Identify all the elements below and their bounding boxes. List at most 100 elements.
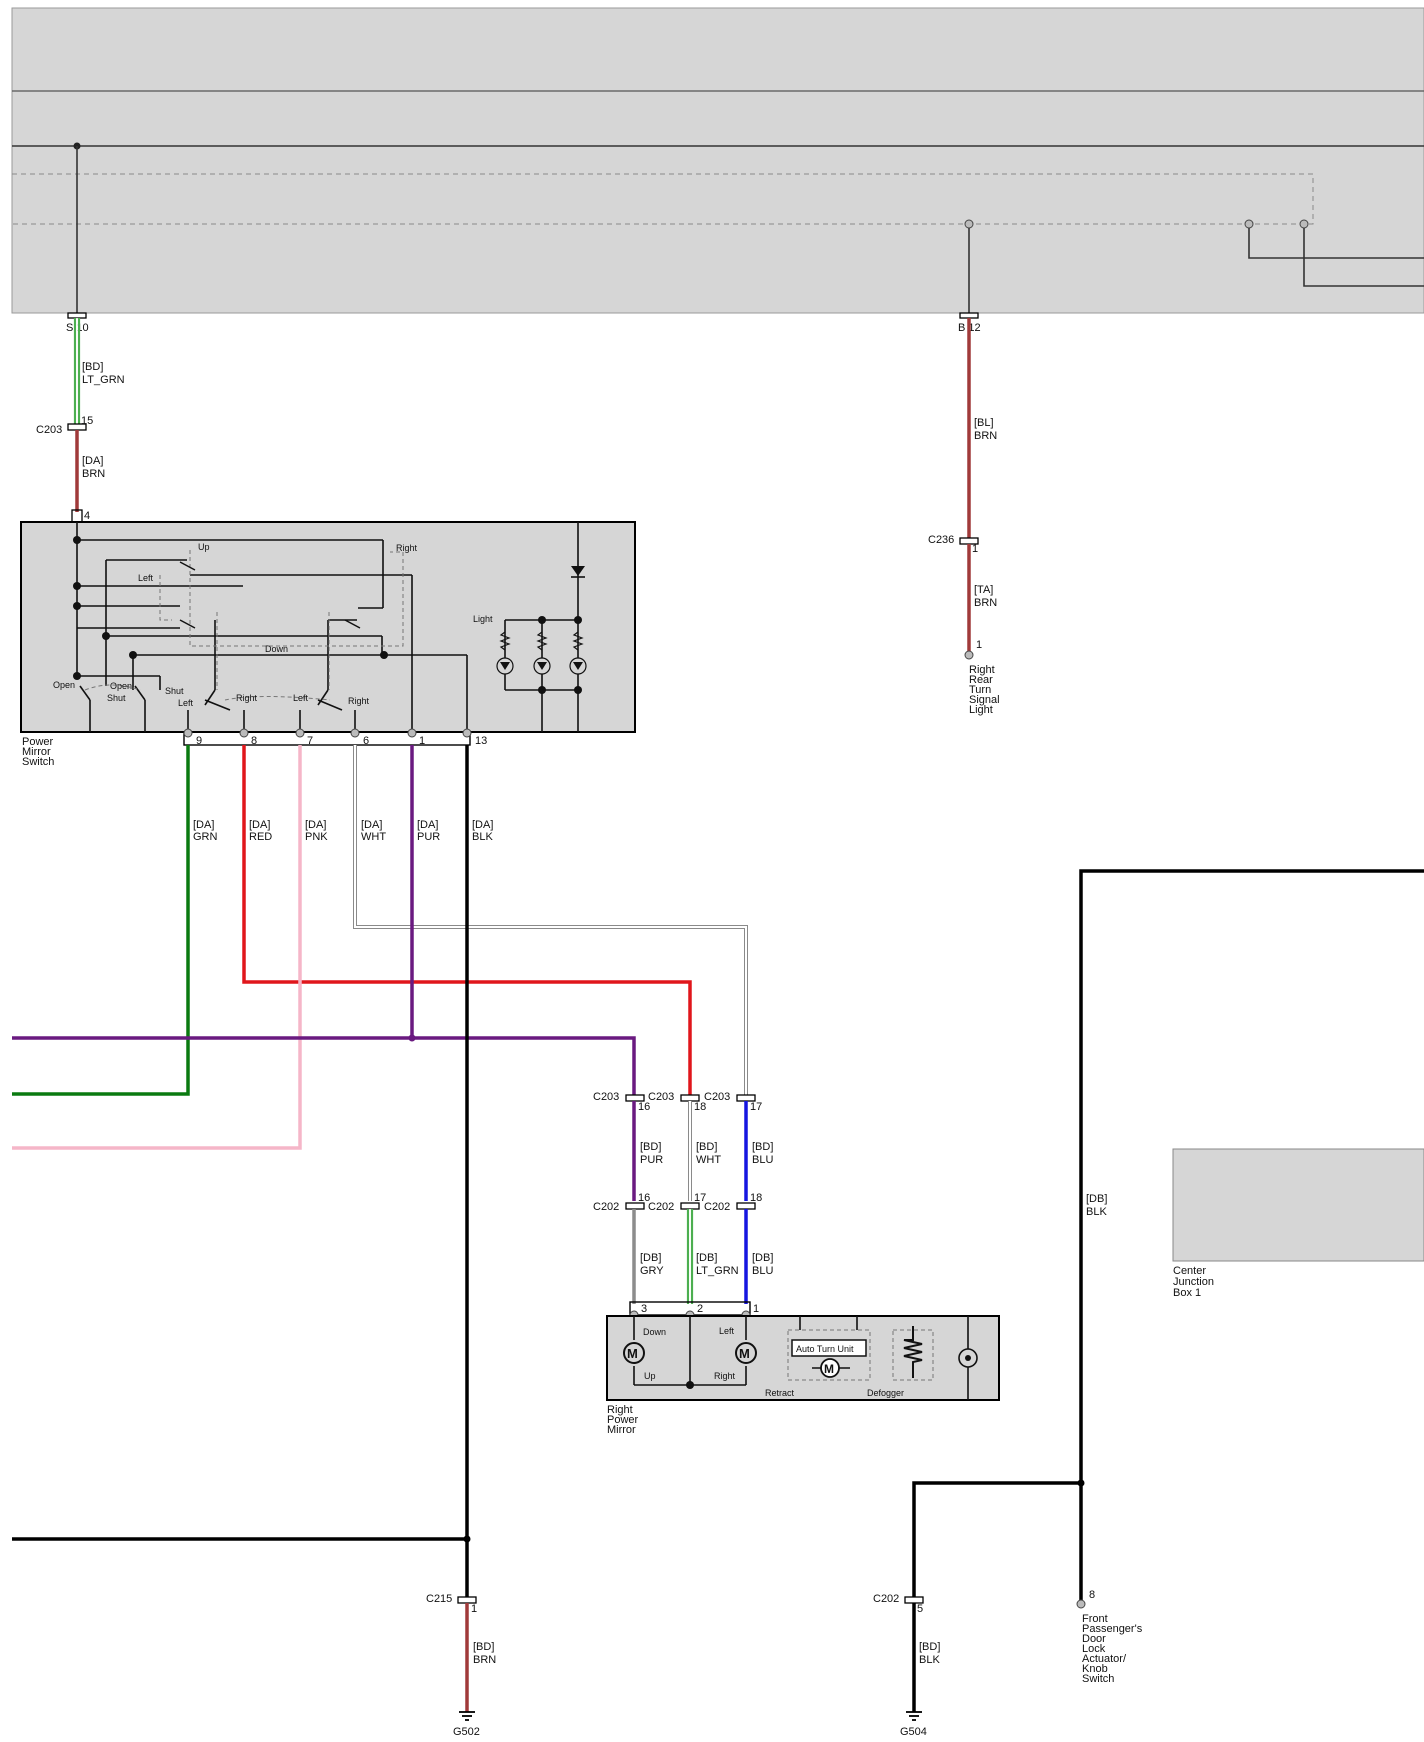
svg-text:Door: Door (1082, 1633, 1106, 1645)
wire-code: [DA] (305, 819, 326, 831)
switch-label-left: Left (138, 573, 154, 583)
ground-label: G502 (453, 1726, 480, 1738)
switch-label-down: Down (265, 644, 288, 654)
wire-color: BRN (974, 430, 997, 442)
switch-pin-number: 1 (419, 735, 425, 747)
svg-text:Rear: Rear (969, 674, 993, 686)
switch-label-up: Up (198, 542, 210, 552)
connector-name: C203 (648, 1091, 674, 1103)
resistor-icon (536, 631, 548, 651)
mirror-label-retract: Retract (765, 1388, 795, 1398)
switch-label-open: Open (110, 681, 132, 691)
dashed-bus-outline (12, 173, 1314, 225)
svg-text:M: M (824, 1362, 834, 1376)
wire-code: [DA] (417, 819, 438, 831)
mirror-name: Power (607, 1414, 639, 1426)
switch-label-left: Left (293, 693, 309, 703)
wire-code: [DA] (472, 819, 493, 831)
connector-name: C203 (36, 424, 62, 436)
connector-name: C236 (928, 534, 954, 546)
wire-code: [DA] (361, 819, 382, 831)
switch-pin-number: 8 (251, 735, 257, 747)
right-power-mirror: M M Auto Turn Unit M Down Up Left Right … (606, 1315, 1000, 1401)
terminal-circle (964, 650, 974, 660)
mirror-pin-number: 3 (641, 1303, 647, 1315)
wire-blk (1079, 869, 1424, 1600)
connector-name: C215 (426, 1593, 452, 1605)
wire-code: [BL] (974, 417, 994, 429)
mirror-label-down: Down (643, 1327, 666, 1337)
svg-text:Switch: Switch (1082, 1673, 1114, 1685)
switch-connector (183, 731, 471, 746)
wire-code: [DB] (640, 1252, 661, 1264)
svg-text:Actuator/: Actuator/ (1082, 1653, 1127, 1665)
svg-text:Knob: Knob (1082, 1663, 1108, 1675)
center-junction-box-label: Box 1 (1173, 1287, 1201, 1299)
wire-code: [BD] (640, 1141, 661, 1153)
junction-dot (574, 616, 582, 624)
junction-dot (73, 582, 81, 590)
wire-code: [BD] (752, 1141, 773, 1153)
wire-color: BLK (919, 1654, 940, 1666)
motor-icon: M (735, 1342, 757, 1364)
connector-pin: 5 (917, 1603, 923, 1615)
junction-dot (129, 651, 137, 659)
center-junction-box (1172, 1148, 1424, 1262)
junction-dot (574, 686, 582, 694)
terminal-circle (1244, 219, 1254, 229)
center-junction-box-label: Center (1173, 1265, 1206, 1277)
svg-text:Turn: Turn (969, 684, 991, 696)
right-feed-line (1248, 228, 1424, 259)
junction-dot (73, 602, 81, 610)
wire-color: BLU (752, 1265, 773, 1277)
defogger-dashed-group (892, 1329, 934, 1381)
switch-label-left: Left (178, 698, 194, 708)
mirror-name: Right (607, 1404, 633, 1416)
terminal-circle (1076, 1599, 1086, 1609)
ground-label: G504 (900, 1726, 927, 1738)
switch-pin-number: 7 (307, 735, 313, 747)
wire-color: BRN (974, 597, 997, 609)
wire-color: WHT (361, 831, 386, 843)
mirror-label-left: Left (719, 1326, 735, 1336)
connector-pin: 17 (750, 1101, 762, 1113)
connector-pin: 16 (638, 1192, 650, 1204)
wire-code: [BD] (82, 361, 103, 373)
wire-code: [DB] (1086, 1193, 1107, 1205)
connector-pin: 15 (81, 415, 93, 427)
svg-text:Passenger's: Passenger's (1082, 1623, 1143, 1635)
b12-terminal-circle (964, 219, 974, 229)
junction-dot (538, 616, 546, 624)
svg-text:Signal: Signal (969, 694, 1000, 706)
mirror-pin-number: 1 (753, 1303, 759, 1315)
connector-name: C203 (593, 1091, 619, 1103)
wire-color: PUR (640, 1154, 663, 1166)
svg-text:Front: Front (1082, 1613, 1108, 1625)
wire-code: [DB] (752, 1252, 773, 1264)
wire-code: [DA] (249, 819, 270, 831)
svg-text:M: M (739, 1346, 750, 1361)
mirror-label-up: Up (644, 1371, 656, 1381)
wire-color: GRY (640, 1265, 664, 1277)
mirror-label-right: Right (714, 1371, 736, 1381)
switch-label-right: Right (396, 543, 418, 553)
wire-code: [DA] (82, 455, 103, 467)
motor-icon: M (623, 1342, 645, 1364)
mirror-pin-number: 2 (697, 1303, 703, 1315)
connector-name: C202 (593, 1201, 619, 1213)
connector-pin: 1 (471, 1603, 477, 1615)
wire-code: [TA] (974, 584, 993, 596)
wire-blk (912, 1481, 1081, 1597)
door-lock-actuator-label: Front Passenger's Door Lock Actuator/ Kn… (1082, 1613, 1143, 1685)
junction-dot (686, 1381, 694, 1389)
right-feed-line (1303, 228, 1424, 287)
switch-name: Power (22, 736, 54, 748)
switch-pin-number: 9 (196, 735, 202, 747)
mirror-name: Mirror (607, 1424, 636, 1436)
svg-text:M: M (627, 1346, 638, 1361)
retract-dashed-group (787, 1329, 871, 1381)
wire-pnk (12, 745, 302, 1150)
connector-pin: 17 (694, 1192, 706, 1204)
connector-s10 (67, 312, 87, 319)
connector-b12 (959, 312, 979, 319)
